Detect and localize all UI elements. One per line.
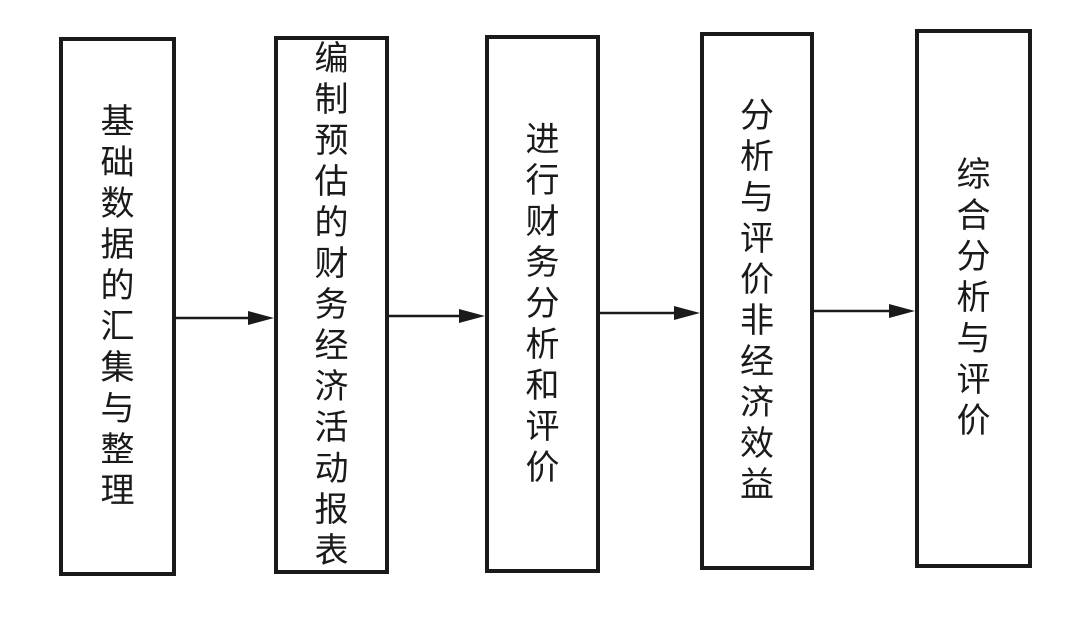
arrow-step1-to-step2 — [176, 311, 274, 325]
step-label-collect-data: 基础数据的汇集与整理 — [100, 101, 135, 511]
step-box-financial-analysis: 进行财务分析和评价 — [485, 35, 600, 573]
step-box-prepare-reports: 编制预估的财务经济活动报表 — [274, 36, 389, 574]
step-label-comprehensive-evaluation: 综合分析与评价 — [956, 155, 991, 441]
step-label-non-economic-evaluation: 分析与评价非经济效益 — [739, 96, 774, 505]
step-label-financial-analysis: 进行财务分析和评价 — [525, 119, 560, 488]
step-label-prepare-reports: 编制预估的财务经济活动报表 — [314, 38, 349, 571]
arrow-step4-to-step5 — [814, 304, 915, 318]
arrow-step3-to-step4 — [600, 306, 700, 320]
step-box-comprehensive-evaluation: 综合分析与评价 — [915, 29, 1032, 568]
step-box-non-economic-evaluation: 分析与评价非经济效益 — [700, 32, 814, 570]
arrow-step2-to-step3 — [389, 309, 485, 323]
step-box-collect-data: 基础数据的汇集与整理 — [59, 37, 176, 576]
